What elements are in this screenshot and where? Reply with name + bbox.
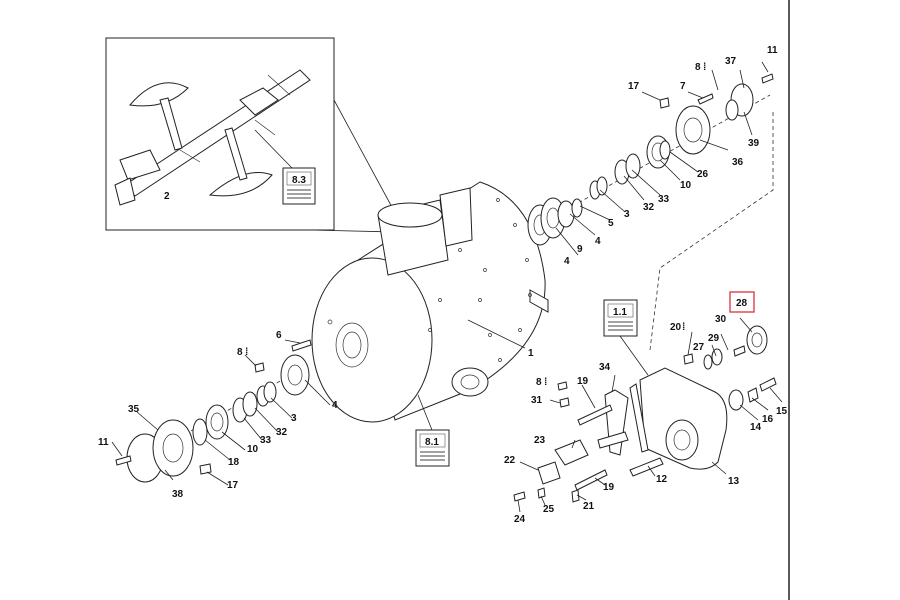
part-label: 8 (237, 347, 243, 358)
part-label: 13 (728, 476, 740, 487)
part-label: 20 (670, 322, 682, 333)
ref-label-8-1: 8.1 (425, 437, 439, 448)
part-label: 31 (531, 395, 543, 406)
part-label: ⁞ (682, 322, 685, 333)
part-label: 2 (164, 191, 170, 202)
upper-right-stack (527, 61, 774, 351)
part-label: 17 (227, 480, 239, 491)
part-label: 12 (656, 474, 668, 485)
part-label: 38 (172, 489, 184, 500)
part-label: 17 (628, 81, 640, 92)
part-label: 10 (247, 444, 259, 455)
part-label: 7 (680, 81, 686, 92)
left-stack (111, 339, 331, 486)
part-label: 9 (577, 244, 583, 255)
ref-label-8-3: 8.3 (292, 175, 306, 186)
part-label: 18 (228, 457, 240, 468)
part-label: 26 (697, 169, 709, 180)
main-housing (311, 181, 549, 431)
part-label: 35 (128, 404, 140, 415)
part-label: 8 (536, 377, 542, 388)
part-label: 30 (715, 314, 727, 325)
part-label: 27 (693, 342, 705, 353)
part-labels: 2 1 11 8 ⁞ 37 7 17 39 36 26 10 33 32 3 5… (98, 45, 788, 525)
lower-small-parts (513, 381, 613, 513)
part-label: ⁞ (245, 347, 248, 358)
part-label: 21 (583, 501, 595, 512)
part-label: 15 (776, 406, 788, 417)
part-label-28-highlighted: 28 (736, 298, 748, 309)
part-label: ⁞ (544, 377, 547, 388)
part-label: 34 (599, 362, 611, 373)
part-label: 3 (624, 209, 630, 220)
highlight-box-28 (729, 291, 755, 313)
part-label: 11 (98, 437, 109, 448)
part-label: 6 (276, 330, 282, 341)
ref-box-8-3: 8.3 (282, 167, 316, 205)
part-label: 32 (643, 202, 655, 213)
inset-detail (105, 37, 401, 233)
part-label: 29 (708, 333, 720, 344)
part-label: 5 (608, 218, 614, 229)
part-label: 11 (767, 45, 778, 56)
ref-label-1-1: 1.1 (613, 307, 627, 318)
part-label: 24 (514, 514, 526, 525)
part-label: 14 (750, 422, 762, 433)
gearbox (597, 317, 783, 477)
part-label: 37 (725, 56, 737, 67)
part-label: 19 (603, 482, 615, 493)
part-label: 10 (680, 180, 692, 191)
part-label: 22 (504, 455, 516, 466)
part-label: 23 (534, 435, 546, 446)
part-label: 16 (762, 414, 774, 425)
ref-box-1-1: 1.1 (603, 299, 649, 376)
part-label: 3 (291, 413, 297, 424)
part-label: ⁞ (703, 62, 706, 73)
part-label: 4 (595, 236, 601, 247)
part-label: 4 (564, 256, 570, 267)
part-label: 33 (658, 194, 670, 205)
part-label: 1 (528, 348, 534, 359)
part-label: 33 (260, 435, 272, 446)
part-label: 25 (543, 504, 555, 515)
part-label: 8 (695, 62, 701, 73)
part-label: 4 (332, 400, 338, 411)
part-label: 39 (748, 138, 760, 149)
part-label: 19 (577, 376, 589, 387)
ref-box-8-1: 8.1 (415, 429, 450, 467)
part-label: 32 (276, 427, 288, 438)
part-label: 36 (732, 157, 744, 168)
